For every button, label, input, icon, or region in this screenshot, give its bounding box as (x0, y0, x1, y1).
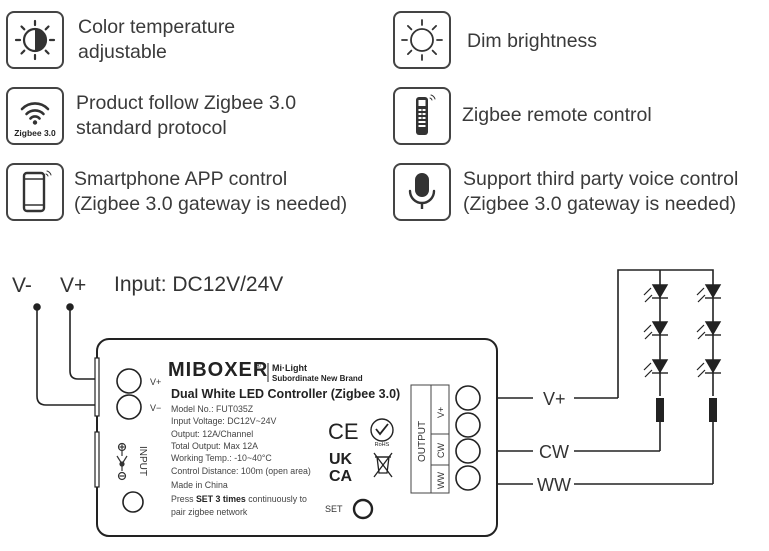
output-terminal-block: OUTPUT V+ CW WW (410, 384, 450, 494)
spec-list: Model No.: FUT035Z Input Voltage: DC12V~… (171, 404, 311, 490)
output-terminal-1 (455, 385, 481, 411)
output-ww-label: WW (436, 472, 446, 489)
output-terminal-3 (455, 438, 481, 464)
sub-brand-tagline: Subordinate New Brand (272, 374, 363, 383)
terminal-vplus (116, 368, 142, 394)
feature-line: Product follow Zigbee 3.0 (76, 92, 297, 114)
spec-line: Made in China (171, 480, 228, 490)
zigbee-icon-label: Zigbee 3.0 (14, 128, 56, 138)
dc-jack-symbol (116, 442, 128, 481)
feature-voice-text: Support third party voice control (Zigbe… (463, 167, 738, 217)
controller-body (94, 338, 498, 537)
feature-line: (Zigbee 3.0 gateway is needed) (74, 193, 348, 215)
feature-line: Color temperature (78, 16, 236, 38)
feature-line: Dim brightness (467, 30, 598, 52)
spec-line: Working Temp.: -10~40°C (171, 453, 272, 463)
set-button-label: SET (325, 504, 343, 514)
output-terminal-2 (455, 412, 481, 438)
output-vplus-wire-label: V+ (543, 389, 566, 409)
feature-brightness-text: Dim brightness (467, 29, 597, 54)
feature-line: standard protocol (76, 117, 227, 139)
remote-control-icon (393, 87, 451, 145)
input-side-label: INPUT (137, 446, 148, 476)
led-strip-ww (696, 282, 722, 422)
feature-line: adjustable (78, 41, 167, 63)
brand-reg-mark: ® (255, 361, 261, 370)
input-wires (33, 303, 114, 406)
output-cw-label: CW (436, 443, 446, 458)
ukca-mark-bottom: CA (329, 468, 353, 485)
brightness-icon (393, 11, 451, 69)
smartphone-icon (6, 163, 64, 221)
spec-line: Control Distance: 100m (open area) (171, 466, 311, 476)
output-vplus-label: V+ (436, 407, 446, 418)
pairing-instruction-line2: pair zigbee network (171, 507, 248, 517)
feature-line: Support third party voice control (463, 168, 739, 190)
spec-line: Model No.: FUT035Z (171, 404, 254, 414)
set-button[interactable] (352, 498, 374, 520)
input-voltage-label: Input: DC12V/24V (114, 273, 283, 296)
pairing-instruction: Press SET 3 times continuously to (171, 494, 307, 504)
brand-logo: MIBOXER (168, 359, 268, 381)
terminal-vminus-label: V− (150, 403, 161, 413)
terminal-vplus-label: V+ (150, 377, 161, 387)
feature-line: Smartphone APP control (74, 168, 288, 190)
feature-line: Zigbee remote control (462, 104, 652, 126)
output-label: OUTPUT (417, 421, 428, 462)
microphone-icon (393, 163, 451, 221)
ukca-mark-top: UK (329, 451, 353, 468)
input-minus-label: V- (12, 274, 32, 297)
terminal-vminus (116, 394, 142, 420)
input-plus-label: V+ (60, 274, 86, 297)
led-strip-cw (643, 282, 669, 422)
feature-zigbee-text: Product follow Zigbee 3.0 standard proto… (76, 91, 296, 141)
rohs-icon: RoHS (370, 418, 394, 448)
color-temperature-icon (6, 11, 64, 69)
spec-line: Output: 12A/Channel (171, 429, 253, 439)
output-terminal-4 (455, 465, 481, 491)
rohs-label: RoHS (375, 442, 390, 448)
product-title: Dual White LED Controller (Zigbee 3.0) (171, 387, 400, 401)
zigbee-wifi-icon: Zigbee 3.0 (6, 87, 64, 145)
sub-brand: Mi·Light (272, 363, 307, 373)
power-port (122, 491, 144, 513)
feature-smartphone-text: Smartphone APP control (Zigbee 3.0 gatew… (74, 167, 347, 217)
feature-color-temperature-text: Color temperature adjustable (78, 15, 235, 65)
weee-bin-icon (373, 452, 393, 478)
ce-mark: CE (328, 419, 359, 444)
feature-remote-text: Zigbee remote control (462, 103, 652, 128)
output-cw-wire-label: CW (539, 442, 569, 462)
spec-line: Total Output: Max 12A (171, 441, 258, 451)
feature-line: (Zigbee 3.0 gateway is needed) (463, 193, 737, 215)
output-wires (497, 269, 714, 485)
output-ww-wire-label: WW (537, 475, 571, 495)
spec-line: Input Voltage: DC12V~24V (171, 416, 277, 426)
